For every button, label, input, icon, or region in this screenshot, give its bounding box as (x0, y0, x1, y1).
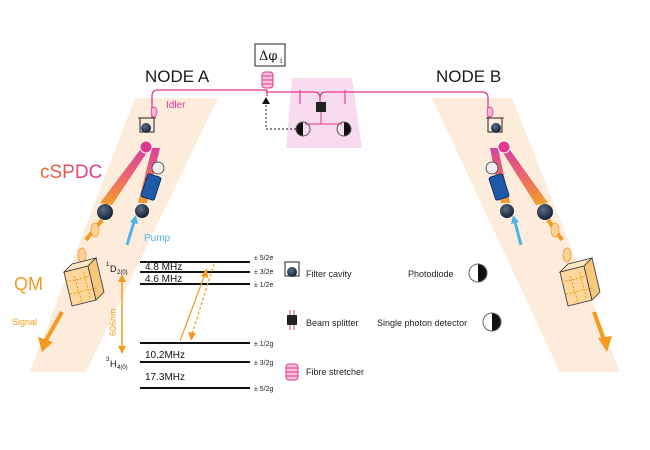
lower-level-label: ± 5/2g (254, 386, 274, 393)
filter-cavity-icon (284, 261, 300, 277)
splitting-upper-1: 4.8 MHz (145, 262, 182, 273)
svg-text:2(0): 2(0) (117, 270, 128, 276)
legend-fibre-stretcher: Fibre stretcher (306, 367, 364, 377)
signal-label: Signal (12, 317, 37, 327)
node-a-background (30, 98, 218, 372)
node-b-background (432, 98, 620, 372)
idler-label: Idler (166, 100, 186, 111)
qm-label: QM (14, 274, 43, 294)
node-b-setup (485, 106, 612, 352)
photodiode-icon (468, 263, 488, 283)
legend-single-photon-detector: Single photon detector (377, 318, 467, 328)
node-a-title: NODE A (145, 67, 210, 86)
beam-splitter-icon (287, 310, 297, 330)
fibre-stretcher-icon (285, 363, 299, 381)
svg-text:H: H (110, 359, 117, 369)
legend-filter-cavity: Filter cavity (306, 269, 352, 279)
lower-state-label: 3 H 4(0) (106, 357, 128, 371)
phase-label: Δφ (259, 49, 278, 64)
single-photon-detector-icon (482, 312, 502, 332)
phase-subscript: i (280, 57, 283, 65)
splitting-upper-2: 4.6 MHz (145, 274, 182, 285)
lower-level-label: ± 3/2g (254, 360, 274, 367)
legend-beam-splitter: Beam splitter (306, 318, 359, 328)
node-b-title: NODE B (436, 67, 501, 86)
wavelength-label: 606nm (108, 308, 118, 336)
center-background (286, 78, 362, 148)
svg-text:D: D (110, 264, 117, 274)
feedback-line (265, 100, 296, 130)
filter-cavity-icon (138, 117, 156, 133)
filter-cavity-icon (486, 117, 504, 133)
svg-text:1: 1 (106, 262, 110, 268)
idler-fibre (151, 89, 489, 118)
upper-level-label: ± 3/2e (254, 269, 274, 276)
energy-level-diagram: 4.8 MHz 4.6 MHz 10.2MHz 17.3MHz ± 5/2e ±… (106, 255, 274, 393)
transition-solid (179, 273, 206, 342)
node-a-setup (38, 106, 165, 352)
legend: Filter cavity Beam splitter Fibre stretc… (284, 261, 502, 381)
upper-level-label: ± 1/2e (254, 282, 274, 289)
cspdc-label: cSPDC (40, 162, 102, 183)
pump-label: Pump (144, 233, 171, 244)
upper-level-label: ± 5/2e (254, 255, 274, 262)
splitting-lower-2: 17.3MHz (145, 372, 185, 383)
transition-dashed (191, 263, 215, 335)
phase-box (254, 43, 286, 67)
lower-level-label: ± 1/2g (254, 341, 274, 348)
upper-state-label: 1 D 2(0) (106, 262, 128, 276)
fibre-stretcher-icon (261, 71, 274, 89)
splitting-lower-1: 10.2MHz (145, 350, 185, 361)
svg-text:3: 3 (106, 357, 110, 363)
svg-text:4(0): 4(0) (117, 365, 128, 371)
single-photon-detector-icon (336, 121, 352, 137)
legend-photodiode: Photodiode (408, 269, 454, 279)
